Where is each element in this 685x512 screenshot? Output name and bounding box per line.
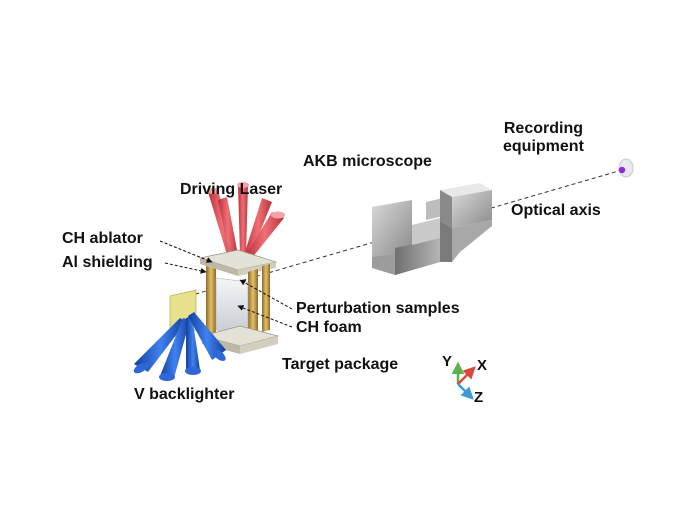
optical-axis-label: Optical axis xyxy=(511,202,601,219)
perturbation-samples-label: Perturbation samples xyxy=(296,300,460,317)
recording-equipment-shape xyxy=(618,158,634,178)
axis-y-label: Y xyxy=(442,353,453,370)
x-axis-arrow xyxy=(457,366,476,385)
ch-ablator-label: CH ablator xyxy=(62,230,143,247)
akb-microscope-shape xyxy=(372,183,492,275)
ch-foam-label: CH foam xyxy=(296,319,362,336)
v-backlighter-cones xyxy=(133,312,226,381)
axis-x-label: X xyxy=(477,357,488,374)
akb-microscope-label: AKB microscope xyxy=(303,153,432,170)
v-backlighter-label: V backlighter xyxy=(134,386,235,403)
ch-ablator-leader xyxy=(159,240,213,263)
z-axis-arrow xyxy=(457,383,474,400)
al-shielding-label: Al shielding xyxy=(62,254,153,271)
al-shielding-leader xyxy=(164,262,207,274)
driving-laser-label: Driving Laser xyxy=(180,181,283,198)
recording-equipment-label: Recording equipment xyxy=(503,120,584,155)
driving-laser-cones xyxy=(207,182,285,258)
axis-z-label: Z xyxy=(474,389,484,406)
coordinate-axes xyxy=(451,361,476,400)
target-package-label: Target package xyxy=(282,356,399,373)
